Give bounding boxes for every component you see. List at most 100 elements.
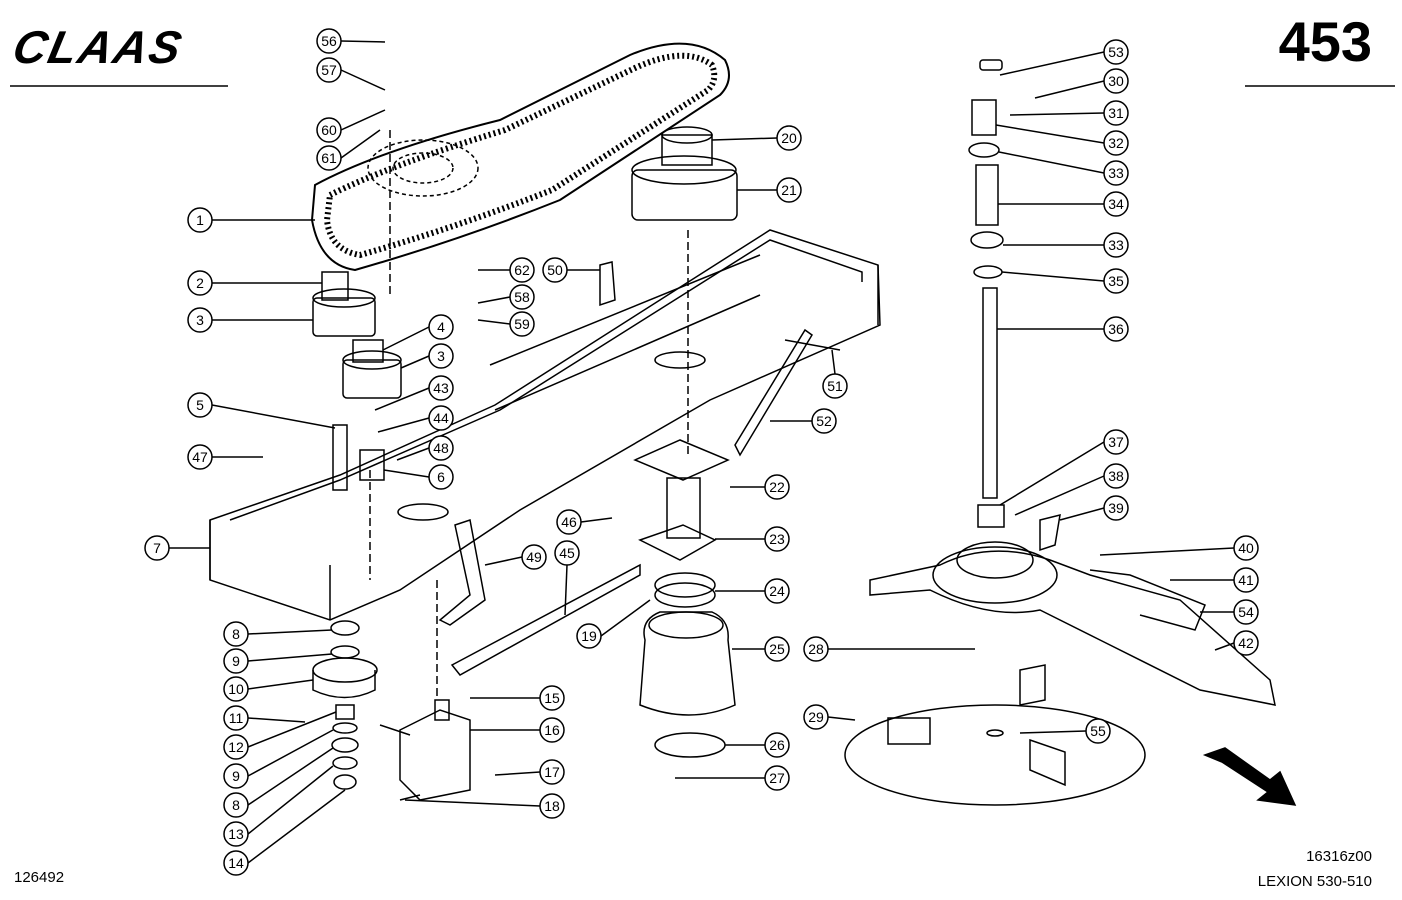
callout-label: 62 [514,262,530,278]
callout-label: 10 [228,681,244,697]
callout-label: 49 [526,549,542,565]
callout-label: 35 [1108,273,1124,289]
callout-label: 9 [232,653,240,669]
callout-label: 50 [547,262,563,278]
callout-21 [737,177,802,203]
callout-labels: 1 2 3 3 4 5 47 7 8 9 10 11 12 9 8 13 14 … [153,33,1254,871]
callout-label: 39 [1108,500,1124,516]
callout-55 [1019,718,1111,744]
callout-9b [223,729,334,789]
callout-40 [1099,535,1259,561]
callout-label: 34 [1108,196,1124,212]
callout-label: 60 [321,122,337,138]
callout-label: 41 [1238,572,1254,588]
callout-label: 18 [544,798,560,814]
callout-4 [382,314,454,351]
callout-42 [1214,630,1259,656]
callout-8b [223,747,334,818]
callout-label: 37 [1108,434,1124,450]
callout-label: 40 [1238,540,1254,556]
callout-7 [144,535,210,561]
callout-label: 12 [228,739,244,755]
callout-label: 11 [229,710,244,726]
callout-9a [223,648,333,674]
drawing-code: 16316z00 [1306,848,1372,865]
callout-16 [470,717,565,743]
callout-50 [542,257,600,283]
callout-label: 26 [769,737,785,753]
callout-32 [995,124,1129,156]
callout-29 [803,704,856,730]
callout-label: 57 [321,62,337,78]
callout-label: 13 [228,826,244,842]
callout-34 [998,191,1129,217]
callout-51 [822,349,848,399]
callout-label: 19 [581,628,597,644]
callout-52 [770,408,837,434]
callout-46 [556,509,613,535]
callout-label: 22 [769,479,785,495]
callout-label: 30 [1108,73,1124,89]
callout-label: 7 [153,540,161,556]
callout-60 [316,109,386,143]
callout-label: 2 [196,275,204,291]
callout-label: 33 [1108,237,1124,253]
callout-41 [1170,567,1259,593]
callout-label: 44 [433,410,449,426]
callout-62 [478,257,535,283]
callout-label: 46 [561,514,577,530]
callout-label: 51 [827,378,843,394]
callout-label: 59 [514,316,530,332]
callout-label: 17 [544,764,560,780]
callout-53 [999,39,1129,76]
callout-18 [404,793,565,819]
callout-33b [1003,232,1129,258]
callout-30 [1034,68,1129,99]
callout-label: 45 [559,545,575,561]
page-number: 453 [1278,10,1372,73]
callout-15 [470,685,565,711]
callout-label: 20 [781,130,797,146]
callout-31 [1009,100,1129,126]
callout-label: 3 [196,312,204,328]
callout-label: 31 [1108,105,1124,121]
callout-11 [223,705,306,731]
model-name: LEXION 530-510 [1257,873,1372,890]
callout-27 [675,765,790,791]
callout-label: 36 [1108,321,1124,337]
callout-3b [400,343,454,369]
callout-label: 28 [808,641,824,657]
callout-2 [187,270,322,296]
callout-49 [484,544,547,570]
callout-label: 58 [514,289,530,305]
callout-label: 29 [808,709,824,725]
callout-5 [187,392,336,429]
callout-54 [1200,599,1259,625]
callout-label: 5 [196,397,204,413]
callout-label: 33 [1108,165,1124,181]
callout-label: 43 [433,380,449,396]
callout-label: 52 [816,413,832,429]
callout-label: 55 [1090,723,1106,739]
callout-label: 14 [228,855,244,871]
callout-47 [187,444,263,470]
callout-56 [316,28,386,54]
callout-22 [730,474,790,500]
callout-label: 56 [321,33,337,49]
callout-43 [374,375,454,411]
callout-label: 53 [1108,44,1124,60]
callout-1 [187,207,315,233]
callout-37 [999,429,1129,506]
callout-44 [377,405,454,433]
callout-label: 8 [232,797,240,813]
callout-label: 54 [1238,604,1254,620]
callout-group [144,28,1259,876]
callout-12 [223,711,337,760]
callout-14 [223,789,346,876]
callout-label: 47 [192,449,208,465]
callout-label: 6 [437,469,445,485]
callout-59 [477,311,535,337]
drawing-linework [209,42,1297,806]
callout-label: 42 [1238,635,1254,651]
